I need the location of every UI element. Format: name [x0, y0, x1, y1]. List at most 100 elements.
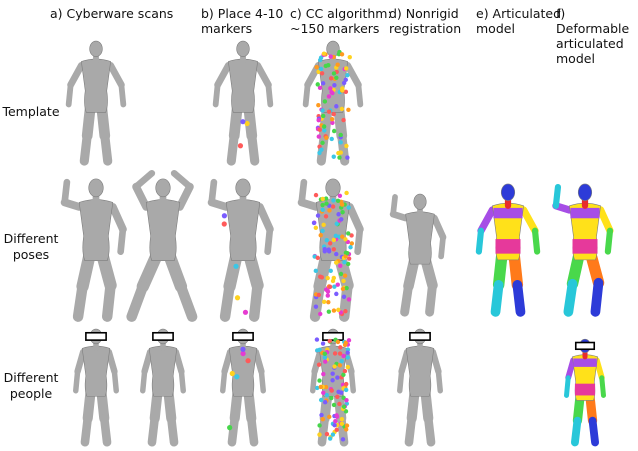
marker-dot — [317, 378, 321, 382]
marker-dot — [340, 107, 344, 111]
marker-dot — [329, 269, 333, 273]
marker-dot — [321, 114, 325, 118]
marker-dot — [348, 55, 352, 59]
figure-d-people — [400, 329, 440, 442]
marker-dot — [332, 238, 336, 242]
marker-dot — [334, 292, 338, 296]
marker-dot — [318, 128, 322, 132]
marker-dot — [336, 340, 340, 344]
marker-dot — [339, 272, 343, 276]
figure-e-poses — [479, 184, 537, 312]
marker-dot — [346, 108, 350, 112]
marker-dot — [336, 283, 340, 287]
marker-dot — [315, 337, 319, 341]
marker-dot — [334, 234, 338, 238]
marker-dot — [332, 308, 336, 312]
marker-dot — [340, 359, 344, 363]
figure-a-poses-1 — [65, 179, 123, 317]
marker-dot — [330, 372, 334, 376]
figure-d-poses — [393, 194, 443, 312]
marker-dot — [339, 133, 343, 137]
marker-dot — [338, 194, 342, 198]
marker-dot — [323, 99, 327, 103]
marker-dot — [332, 83, 336, 87]
marker-dot — [331, 198, 335, 202]
marker-dot — [350, 241, 354, 245]
marker-dot — [324, 214, 328, 218]
marker-dot — [318, 275, 322, 279]
marker-dot — [340, 417, 344, 421]
marker-dot — [332, 71, 336, 75]
marker-dot — [341, 118, 345, 122]
marker-dot — [346, 351, 350, 355]
marker-dot — [345, 251, 349, 255]
marker-dot — [339, 217, 343, 221]
marker-dot — [346, 355, 350, 359]
marker-dot — [334, 260, 338, 264]
marker-dot — [335, 62, 339, 66]
marker-dot — [324, 136, 328, 140]
marker-dot — [339, 140, 343, 144]
marker-dot — [321, 81, 325, 85]
marker-dot — [341, 287, 345, 291]
marker-dot — [327, 247, 331, 251]
marker-dot — [346, 365, 350, 369]
marker-dot — [342, 260, 346, 264]
marker-dot — [344, 427, 348, 431]
marker-dot — [337, 155, 341, 159]
marker-dot — [344, 382, 348, 386]
marker-dot — [337, 402, 341, 406]
marker-dot — [328, 86, 332, 90]
marker-dot — [321, 197, 325, 201]
marker-dot — [340, 210, 344, 214]
marker-dot — [332, 129, 336, 133]
marker-dot — [334, 252, 338, 256]
marker-dot — [318, 58, 322, 62]
marker-dot — [325, 238, 329, 242]
marker-dot — [327, 208, 331, 212]
marker-dot — [227, 425, 232, 430]
marker-dot — [316, 118, 320, 122]
marker-dot — [344, 144, 348, 148]
figure-a-template — [69, 41, 124, 161]
marker-dot — [317, 348, 321, 352]
marker-dot — [336, 390, 340, 394]
marker-dot — [322, 51, 326, 55]
marker-dot — [344, 388, 348, 392]
marker-dot — [340, 86, 344, 90]
marker-dot — [328, 339, 332, 343]
marker-dot — [342, 405, 346, 409]
marker-dot — [323, 400, 327, 404]
marker-dot — [338, 363, 342, 367]
marker-dot — [340, 235, 344, 239]
marker-dot — [317, 423, 321, 427]
marker-dot — [345, 423, 349, 427]
marker-dot — [314, 304, 318, 308]
marker-dot — [328, 436, 332, 440]
marker-dot — [325, 432, 329, 436]
marker-dot — [320, 141, 324, 145]
marker-dot — [320, 203, 324, 207]
marker-dot — [316, 213, 320, 217]
marker-dot — [319, 233, 323, 237]
marker-dot — [336, 212, 340, 216]
figure-b-poses — [212, 179, 270, 317]
marker-dot — [321, 223, 325, 227]
marker-dot — [238, 143, 243, 148]
marker-dot — [333, 419, 337, 423]
marker-dot — [336, 308, 340, 312]
marker-dot — [343, 369, 347, 373]
marker-dot — [332, 403, 336, 407]
marker-dot — [335, 375, 339, 379]
marker-dot — [341, 437, 345, 441]
marker-dot — [338, 345, 342, 349]
marker-dot — [343, 274, 347, 278]
marker-dot — [342, 295, 346, 299]
figure-b-template — [216, 41, 271, 161]
marker-dot — [240, 119, 245, 124]
marker-dot — [327, 415, 331, 419]
marker-dot — [316, 103, 320, 107]
marker-dot — [314, 65, 318, 69]
marker-dot — [240, 347, 245, 352]
